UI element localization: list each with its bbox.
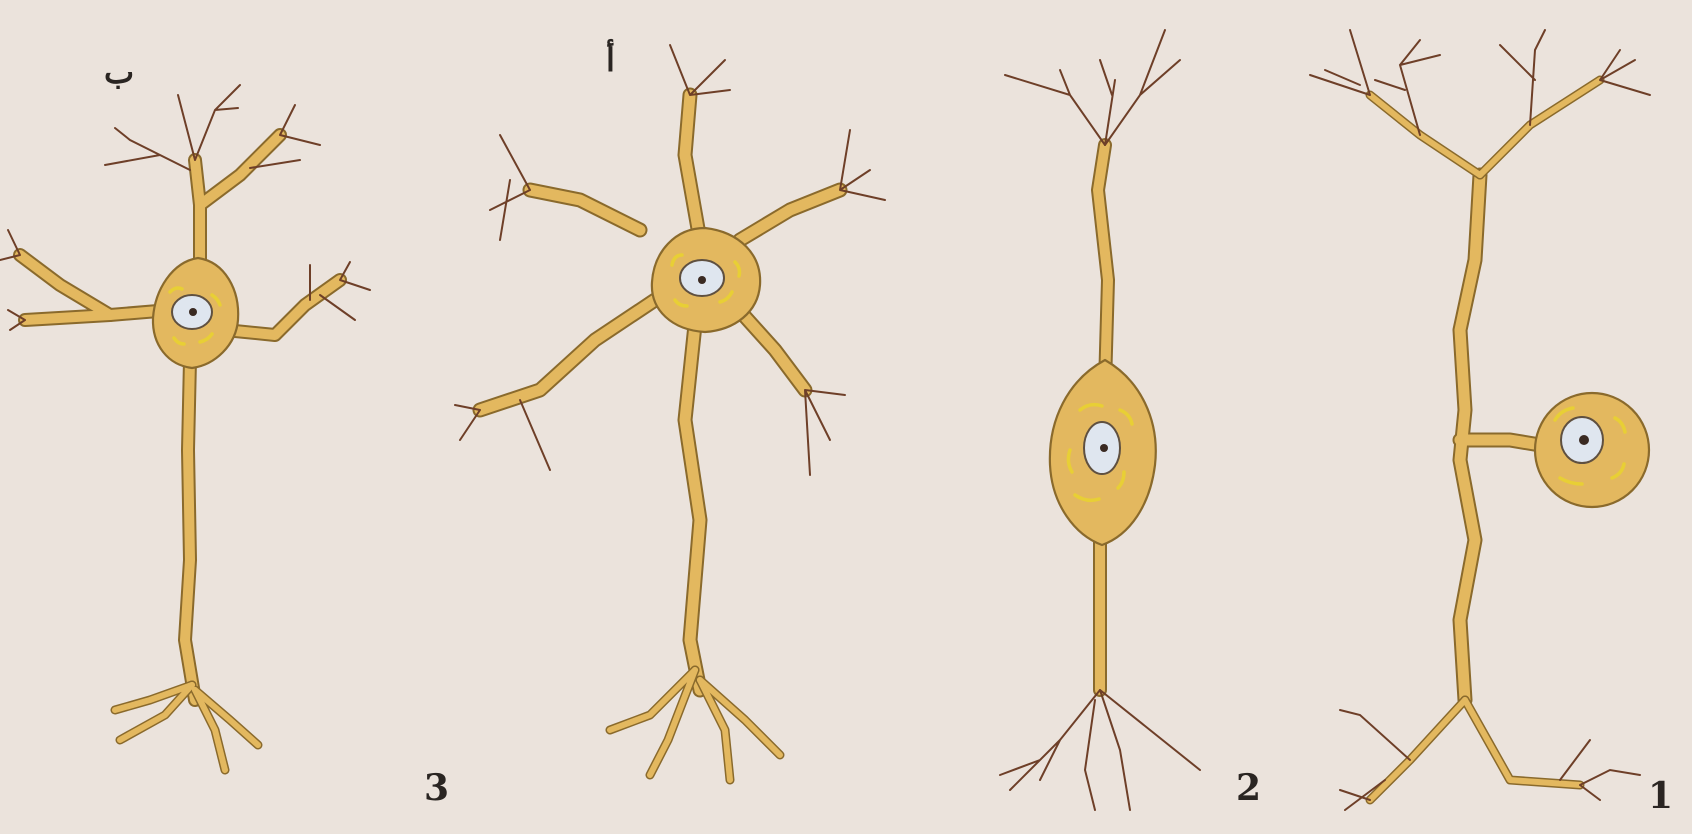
neuron-2-nucleolus (1100, 444, 1108, 452)
neuron-1-nucleolus (1579, 435, 1589, 445)
neuron-b-process-outline (20, 135, 340, 700)
neuron-b-nucleolus (189, 308, 197, 316)
neuron-unipolar (1310, 30, 1650, 810)
label-variant-b: ب (104, 56, 134, 88)
neuron-multipolar-a (455, 45, 885, 780)
neuron-a-nucleolus (698, 276, 706, 284)
neuron-bipolar (1000, 30, 1200, 810)
neuron-multipolar-b (0, 85, 370, 770)
label-neuron-2: 2 (1236, 770, 1261, 806)
label-neuron-3: 3 (424, 770, 449, 806)
label-neuron-1: 1 (1648, 778, 1673, 814)
label-variant-a: أ (606, 44, 615, 76)
neuron-1-process-fill (1460, 175, 1540, 700)
